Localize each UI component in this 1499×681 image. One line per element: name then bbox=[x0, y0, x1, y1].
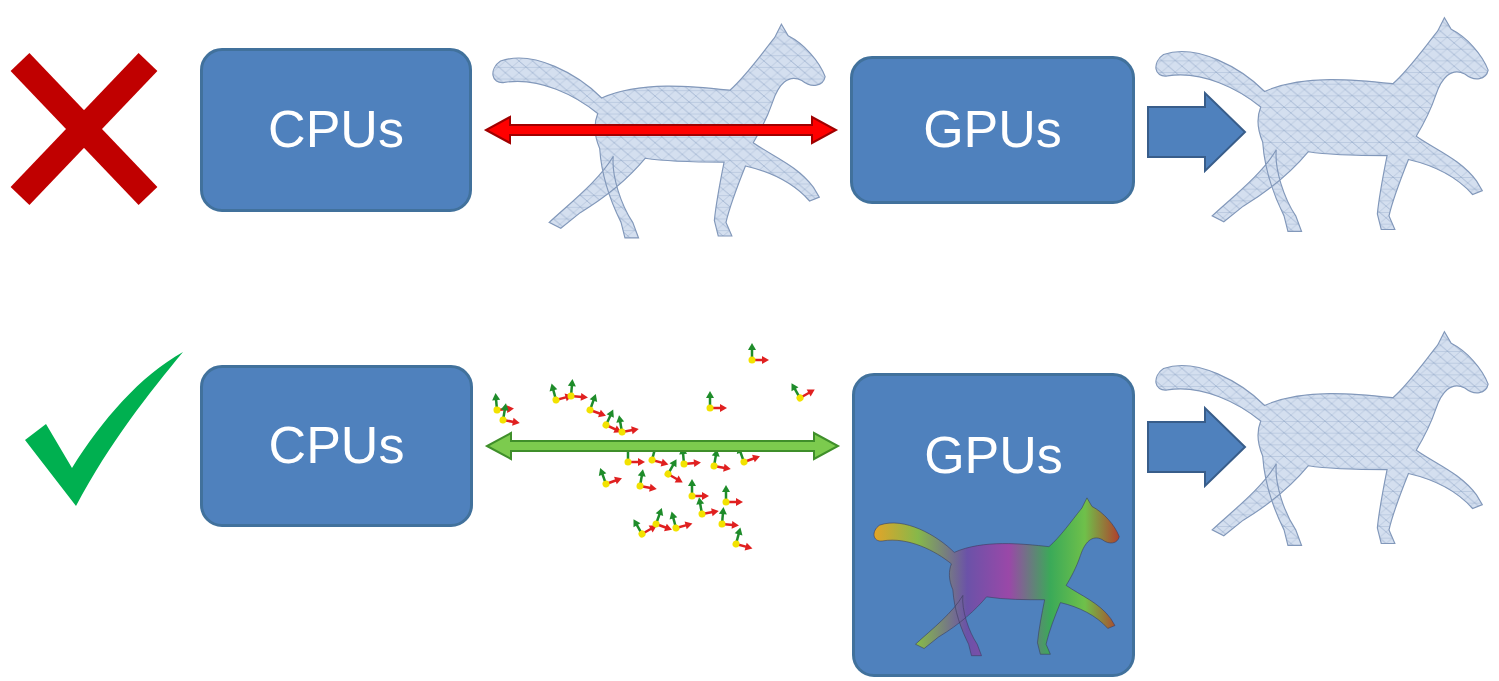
process-box: CPUs bbox=[200, 365, 473, 527]
block-arrow bbox=[1148, 408, 1245, 486]
colored-horse bbox=[874, 498, 1119, 656]
double-arrow bbox=[487, 433, 838, 459]
box-label: GPUs bbox=[923, 100, 1062, 160]
box-label: CPUs bbox=[268, 100, 404, 160]
process-box: GPUs bbox=[852, 373, 1135, 677]
process-box: CPUs bbox=[200, 48, 472, 212]
box-label: CPUs bbox=[269, 416, 405, 476]
block-arrow bbox=[1148, 93, 1245, 171]
double-arrow bbox=[486, 117, 836, 143]
process-box: GPUs bbox=[850, 56, 1135, 204]
box-label: GPUs bbox=[924, 426, 1063, 486]
check-mark bbox=[25, 352, 183, 506]
cross-mark bbox=[20, 62, 148, 196]
